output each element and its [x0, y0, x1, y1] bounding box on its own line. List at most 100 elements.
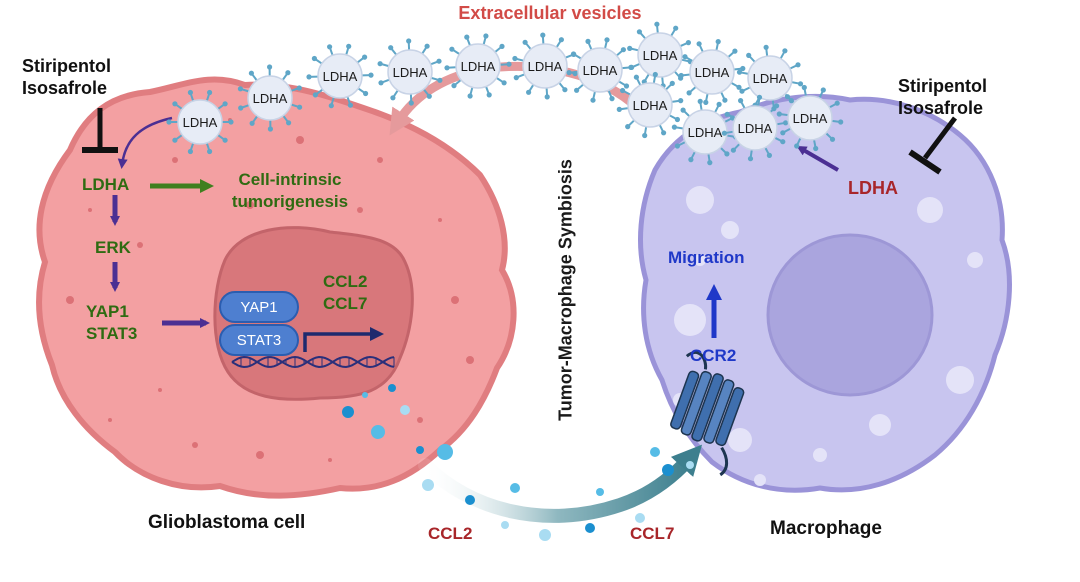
vesicle-ldha-label: LDHA — [461, 59, 496, 74]
vesicle: LDHA — [378, 38, 443, 105]
vesicle-spike-tip — [629, 65, 634, 70]
vesicle-spike-tip — [604, 37, 609, 42]
vesicle-spike-tip — [268, 126, 273, 131]
vesicle-spike-tip — [681, 108, 686, 113]
vesicle-spike-tip — [223, 138, 228, 143]
vesicle-spike-tip — [838, 119, 843, 124]
vesicle-spike-tip — [802, 85, 807, 90]
vesicle-spike-tip — [725, 112, 730, 117]
vesicle-spike-tip — [757, 95, 762, 100]
tumorigenesis-label: tumorigenesis — [215, 192, 365, 212]
vesicle-spike-tip — [835, 101, 840, 106]
vesicle-ldha-label: LDHA — [753, 71, 788, 86]
vacuole — [813, 448, 827, 462]
vesicle-spike-tip — [783, 120, 788, 125]
granule — [466, 356, 474, 364]
vesicle-spike-tip — [732, 49, 737, 54]
vesicle-spike-tip — [722, 98, 727, 103]
vesicle-spike-tip — [297, 85, 302, 90]
vesicle: LDHA — [679, 39, 746, 105]
vesicle-spike-tip — [540, 33, 545, 38]
vesicle-spike-tip — [487, 92, 492, 97]
chemokine-dot — [388, 384, 396, 392]
vesicle-ldha-label: LDHA — [583, 63, 618, 78]
vesicle-spike-tip — [585, 39, 590, 44]
vesicle-spike-tip — [223, 101, 228, 106]
vesicle-spike-tip — [207, 90, 212, 95]
vesicle-spike-tip — [675, 143, 680, 148]
glioblastoma-cell-caption: Glioblastoma cell — [148, 512, 305, 534]
granule — [88, 208, 92, 212]
vesicle-spike-tip — [830, 137, 835, 142]
granule — [417, 417, 423, 423]
vesicle-spike-tip — [363, 91, 368, 96]
vesicle-spike-tip — [794, 143, 799, 148]
yap1-label: YAP1 — [86, 302, 129, 322]
vesicle-spike-tip — [172, 101, 177, 106]
vesicle-spike-tip — [620, 88, 625, 93]
vesicle-spike-tip — [348, 103, 353, 108]
vesicle-ldha-label: LDHA — [738, 121, 773, 136]
vesicle-spike-tip — [731, 148, 736, 153]
nuclear-ccl2-label: CCL2 — [323, 272, 367, 292]
vesicle-spike-tip — [679, 73, 684, 78]
chemokine-dot — [635, 513, 645, 523]
symbiosis-text: Tumor-Macrophage Symbiosis — [556, 159, 577, 421]
vesicle-spike-tip — [207, 149, 212, 154]
vesicle-spike-tip — [451, 83, 456, 88]
chemokine-dot — [501, 521, 509, 529]
vesicle-spike-tip — [437, 78, 442, 83]
vesicle-spike-tip — [686, 40, 691, 45]
chemokine-dot — [422, 479, 434, 491]
stat3-label: STAT3 — [86, 324, 137, 344]
vesicle-spike-tip — [774, 103, 779, 108]
granule — [172, 157, 178, 163]
vesicle-ldha-label: LDHA — [643, 48, 678, 63]
vesicle-spike-tip — [388, 45, 393, 50]
vesicle-spike-tip — [722, 131, 727, 136]
vesicle-spike-tip — [327, 44, 332, 49]
vesicle-spike-tip — [249, 71, 254, 76]
chemokine-dot — [437, 444, 453, 460]
vesicle-spike-tip — [512, 56, 517, 61]
vesicle-spike-tip — [444, 65, 449, 70]
vesicle-ldha-label: LDHA — [183, 115, 218, 130]
macrophage-caption: Macrophage — [770, 518, 882, 540]
erk-label: ERK — [95, 238, 131, 258]
vesicle-spike-tip — [378, 80, 383, 85]
vesicle-spike-tip — [637, 29, 642, 34]
ccl2-bottom-label: CCL2 — [428, 524, 472, 544]
vesicle-spike-tip — [687, 90, 692, 95]
vesicle-ldha-label: LDHA — [393, 65, 428, 80]
vesicle-spike-tip — [780, 130, 785, 135]
vesicle-spike-tip — [464, 35, 469, 40]
ccr2-label: CCR2 — [690, 346, 736, 366]
vesicle-spike-tip — [672, 125, 677, 130]
granule — [108, 418, 112, 422]
vesicle-spike-tip — [798, 81, 803, 86]
vesicle-spike-tip — [425, 44, 430, 49]
vesicle-spike-tip — [698, 99, 703, 104]
vesicle-spike-tip — [306, 74, 311, 79]
vesicle-spike-tip — [329, 103, 334, 108]
chemokine-dot — [362, 392, 368, 398]
vesicle-spike-tip — [267, 64, 272, 69]
granule — [137, 242, 143, 248]
chemokine-dot — [650, 447, 660, 457]
tumor-ldha-label: LDHA — [82, 175, 129, 195]
vesicle-spike-tip — [378, 61, 383, 66]
vesicle-spike-tip — [409, 100, 414, 105]
vesicle-spike-tip — [406, 38, 411, 43]
vesicle-spike-tip — [312, 56, 317, 61]
chemokine-dot — [465, 495, 475, 505]
vesicle-spike-tip — [738, 98, 743, 103]
vesicle-spike-tip — [449, 47, 454, 52]
nuclear-yap1-label: YAP1 — [240, 299, 277, 316]
vesicle-spike-tip — [545, 94, 550, 99]
vesicle-spike-tip — [642, 133, 647, 138]
granule — [296, 136, 304, 144]
vesicle-spike-tip — [748, 156, 753, 161]
vesicle-spike-tip — [286, 120, 291, 125]
vesicle-spike-tip — [514, 75, 519, 80]
